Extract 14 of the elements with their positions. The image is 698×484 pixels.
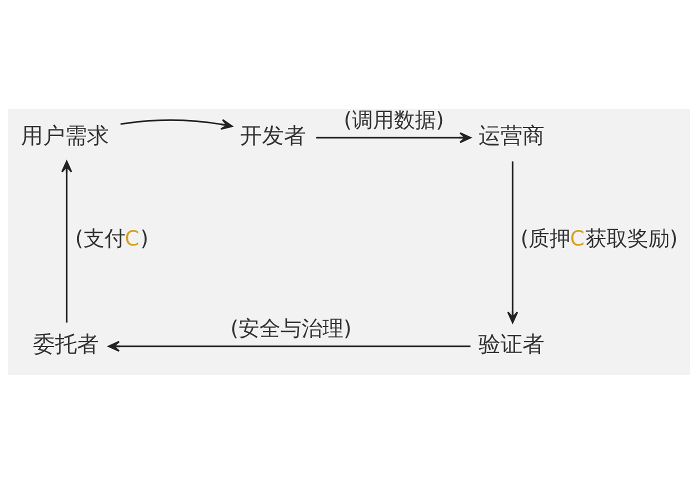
node-text: 用户需求 bbox=[21, 123, 110, 150]
node-text: 委托者 bbox=[32, 332, 99, 358]
node-text: 开发者 bbox=[240, 123, 306, 150]
node-text: 运营商 bbox=[478, 123, 545, 150]
edge-label: (安全与治理) bbox=[230, 316, 352, 341]
arrow bbox=[316, 132, 472, 144]
edge-label: (支付C) bbox=[75, 226, 149, 251]
arrow bbox=[120, 119, 233, 130]
node-text: 验证者 bbox=[478, 332, 545, 358]
arrow bbox=[108, 340, 470, 352]
edge-label: (调用数据) bbox=[344, 108, 444, 132]
arrow bbox=[61, 160, 72, 323]
edge-label: (质押C获取奖励) bbox=[520, 226, 678, 251]
arrow bbox=[507, 161, 518, 324]
